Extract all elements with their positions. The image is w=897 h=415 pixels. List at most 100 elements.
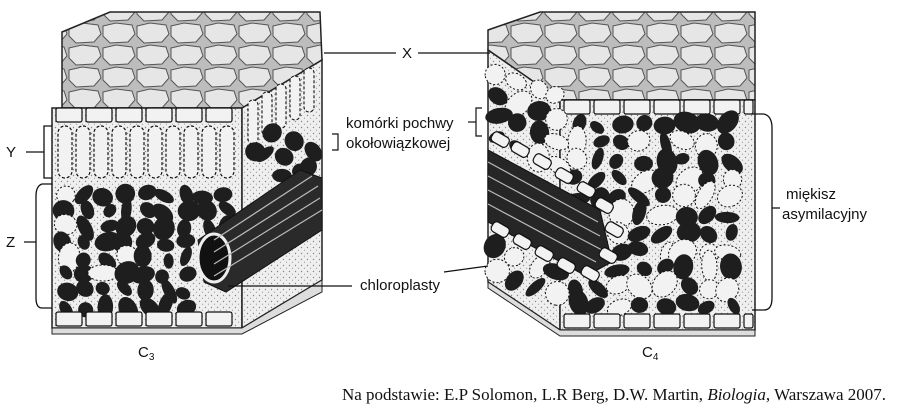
epidermis-cell xyxy=(175,311,203,327)
c3-spongy-mesophyll xyxy=(52,123,323,323)
bundle-sheath-cell xyxy=(580,265,600,282)
epidermis-cell xyxy=(563,99,591,115)
bracket-z xyxy=(24,183,52,309)
palisade-cell xyxy=(275,83,287,129)
chloroplast xyxy=(176,233,196,248)
chloroplast xyxy=(656,298,677,315)
palisade-cell xyxy=(57,125,73,179)
chloroplast xyxy=(137,279,154,301)
chloroplast xyxy=(287,133,304,148)
chloroplast xyxy=(680,277,699,296)
palisade-cell xyxy=(147,125,163,179)
panel-label-c4: C4 xyxy=(642,344,659,363)
chloroplast xyxy=(95,281,110,295)
chloroplast xyxy=(255,146,274,163)
chloroplast-cell xyxy=(544,281,570,306)
epidermis-cell xyxy=(85,107,113,123)
chloroplast xyxy=(133,245,152,268)
epidermis-cell xyxy=(175,107,203,123)
label-z: Z xyxy=(6,234,15,251)
c4-leaf-block xyxy=(483,11,756,337)
chloroplast xyxy=(651,167,674,189)
chloroplast xyxy=(163,253,174,269)
chloroplast xyxy=(74,185,94,205)
epidermis-cell xyxy=(205,311,233,327)
epidermis-cell xyxy=(563,313,591,329)
chloroplast xyxy=(180,246,192,267)
c3-leaf-block xyxy=(51,11,323,335)
bracket-y xyxy=(26,125,52,179)
chloroplast-cell xyxy=(715,277,740,303)
chloroplast xyxy=(584,297,605,314)
bundle-sheath-cell xyxy=(490,221,510,238)
chloroplast xyxy=(612,115,634,134)
chloroplast xyxy=(138,184,157,201)
chloroplast-cell xyxy=(672,183,696,208)
chloroplast xyxy=(158,292,173,317)
chloroplast-cell xyxy=(627,130,651,152)
chloroplast xyxy=(177,200,201,222)
bundle-sheath-cell xyxy=(604,221,624,238)
bundle-sheath-cell xyxy=(576,181,596,198)
chloroplast xyxy=(153,188,174,204)
chloroplast-cell xyxy=(505,72,527,91)
bundle-sheath-cell xyxy=(598,247,618,264)
bundle-sheath-cell xyxy=(532,153,552,170)
palisade-cell xyxy=(129,125,145,179)
palisade-cell xyxy=(303,67,315,113)
chloroplast xyxy=(674,153,690,165)
chloroplast xyxy=(179,184,194,206)
chloroplast xyxy=(727,297,740,315)
label-mesophyll-line2: asymilacyjny xyxy=(782,206,868,223)
bundle-sheath-cell xyxy=(512,233,532,250)
c3-lower-epidermis xyxy=(55,311,233,327)
palisade-cell xyxy=(111,125,127,179)
epidermis-cell xyxy=(743,99,754,115)
chloroplast xyxy=(139,202,157,219)
chloroplast xyxy=(695,113,719,132)
bracket-sheath-left xyxy=(332,133,339,151)
leader-chloroplast-c4 xyxy=(443,265,489,273)
chloroplast xyxy=(654,186,672,203)
chloroplast-cell xyxy=(545,85,565,104)
chloroplast xyxy=(587,171,606,190)
chloroplast-cell xyxy=(529,79,549,100)
chloroplast xyxy=(636,114,653,132)
epidermis-cell xyxy=(85,311,113,327)
chloroplast xyxy=(76,215,94,241)
chloroplast xyxy=(73,264,94,283)
bundle-sheath-cell xyxy=(594,197,614,214)
chloroplast xyxy=(527,101,552,122)
chloroplast xyxy=(612,134,630,150)
bundle-sheath-cell xyxy=(490,131,510,148)
epidermis-cell xyxy=(653,313,681,329)
chloroplast xyxy=(529,120,550,145)
chloroplast xyxy=(717,132,735,151)
palisade-cell xyxy=(165,125,181,179)
epidermis-cell xyxy=(115,311,143,327)
c4-lower-epidermis xyxy=(563,313,754,329)
c4-upper-epidermis xyxy=(563,99,754,115)
bundle-sheath-cell xyxy=(556,257,576,274)
chloroplast xyxy=(115,215,137,238)
chloroplast xyxy=(116,280,132,296)
chloroplast xyxy=(100,219,119,233)
bracket-sheath-right xyxy=(475,107,482,137)
chloroplast xyxy=(611,169,627,186)
chloroplast xyxy=(504,270,524,291)
chloroplast xyxy=(92,188,113,207)
label-mesophyll-line1: miękisz xyxy=(786,186,836,203)
chloroplast xyxy=(75,252,91,268)
chloroplast xyxy=(650,225,673,244)
epidermis-cell xyxy=(683,313,711,329)
chloroplast-cell xyxy=(545,108,568,131)
epidermis-cell xyxy=(205,107,233,123)
epidermis-cell xyxy=(713,313,741,329)
chloroplast-cell xyxy=(669,130,695,151)
label-sheath-line1: komórki pochwy xyxy=(346,115,454,132)
chloroplast xyxy=(716,110,739,134)
chloroplast xyxy=(487,87,508,106)
chloroplast xyxy=(673,254,694,280)
chloroplast-cell xyxy=(694,180,716,210)
chloroplast-cell xyxy=(626,273,653,300)
